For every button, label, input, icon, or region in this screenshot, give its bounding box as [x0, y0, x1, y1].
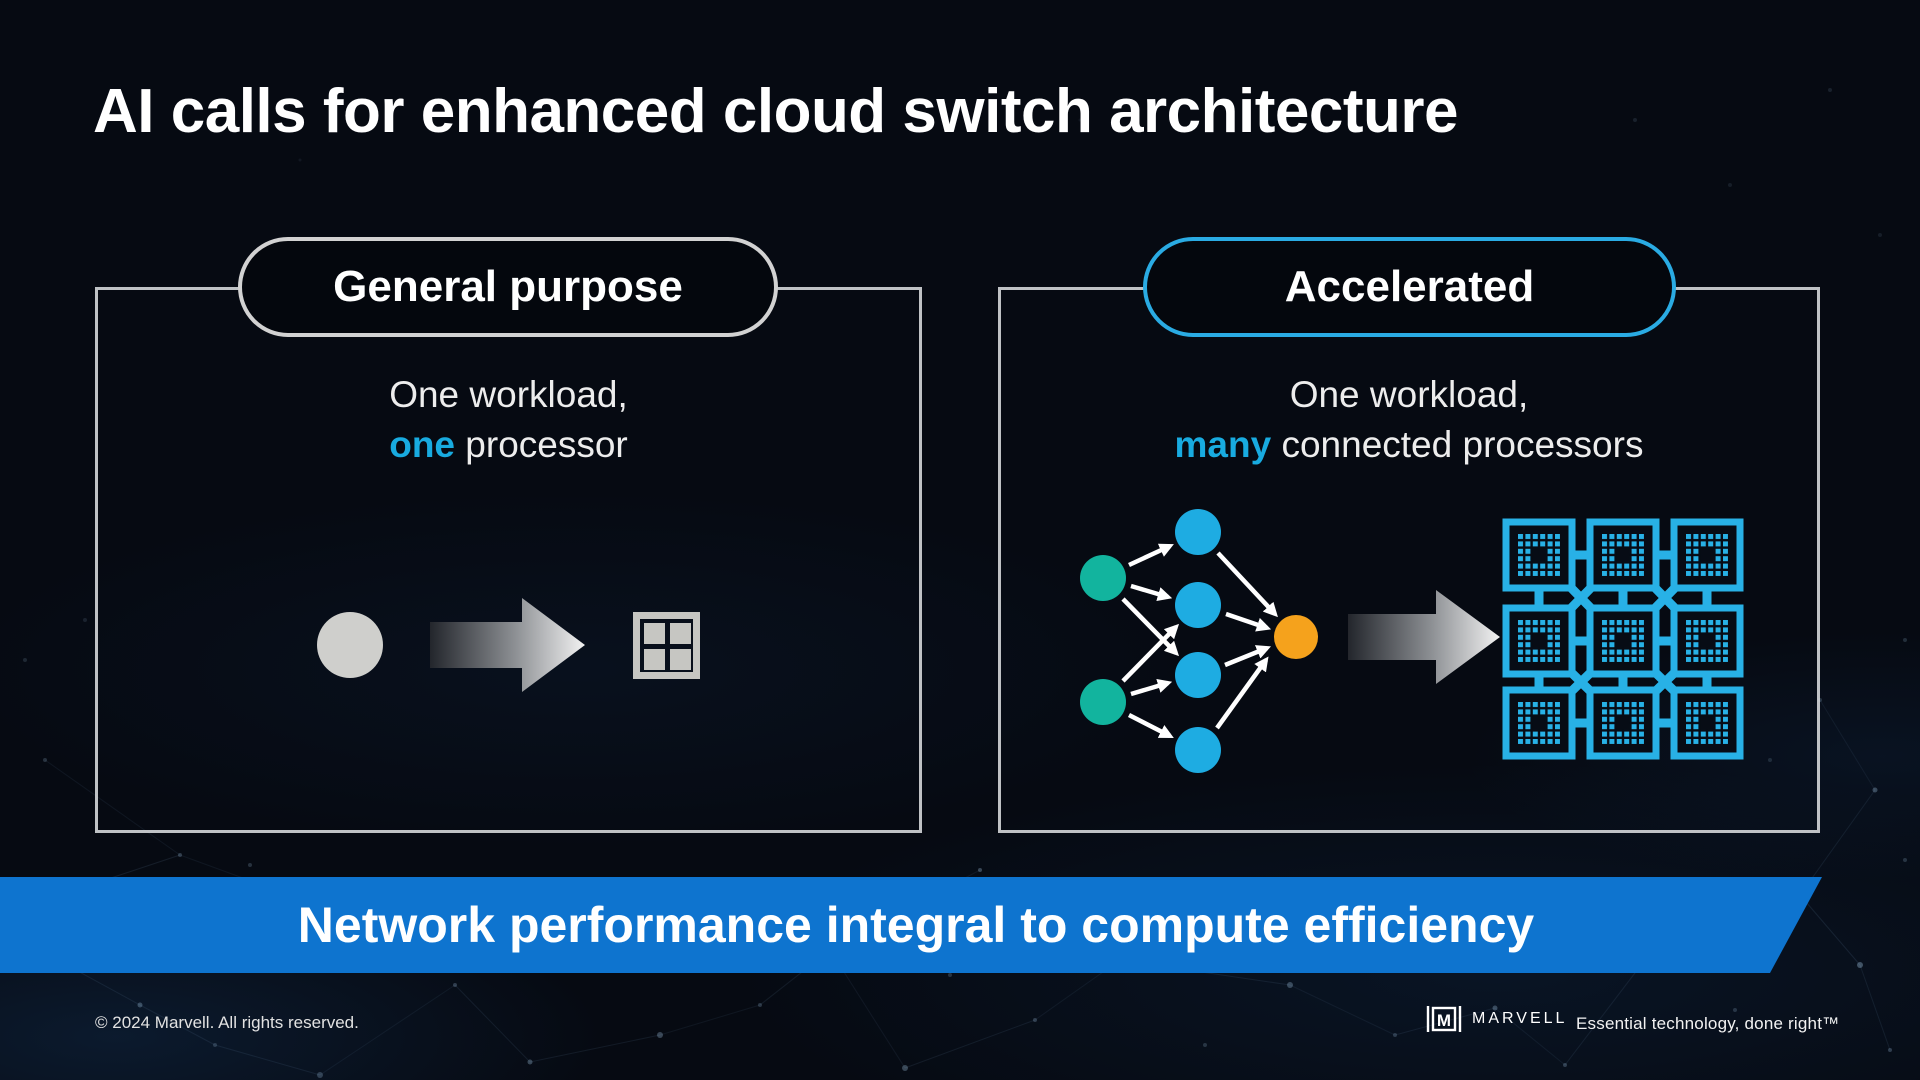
input-node: [1080, 555, 1126, 601]
caption-line1: One workload,: [1289, 374, 1529, 415]
slide-title: AI calls for enhanced cloud switch archi…: [93, 77, 1459, 146]
hidden-node: [1175, 582, 1221, 628]
general-purpose-badge: General purpose: [238, 237, 778, 337]
caption-line2-rest: processor: [455, 424, 628, 466]
general-purpose-diagram: [317, 598, 700, 692]
accelerated-caption: One workload, many connected processors: [998, 370, 1820, 471]
marvell-logo-text: MARVELL: [1472, 1010, 1568, 1027]
copyright-text: © 2024 Marvell. All rights reserved.: [95, 1013, 359, 1032]
single-processor-dot: [317, 612, 383, 678]
banner: Network performance integral to compute …: [0, 877, 1822, 973]
tagline-text: Essential technology, done right™: [1576, 1014, 1840, 1033]
input-node: [1080, 679, 1126, 725]
marvell-logo: M MARVELL: [1425, 1000, 1567, 1038]
hidden-node: [1175, 727, 1221, 773]
caption-emphasis: one: [389, 424, 456, 466]
banner-text: Network performance integral to compute …: [297, 897, 1535, 953]
gradient-arrow-icon: [1348, 590, 1500, 684]
accelerated-badge: Accelerated: [1143, 237, 1676, 337]
hidden-node: [1175, 652, 1221, 698]
neural-network-icon: [1080, 509, 1318, 773]
marvell-logo-icon: M: [1426, 1006, 1462, 1032]
output-node: [1274, 615, 1318, 659]
caption-line1: One workload,: [389, 374, 628, 415]
accelerated-diagram: [1080, 509, 1820, 773]
processor-chip-icon: [633, 612, 700, 679]
general-purpose-badge-label: General purpose: [333, 262, 683, 311]
general-purpose-caption: One workload, one processor: [95, 370, 922, 471]
gradient-arrow-icon: [430, 598, 585, 692]
chip-mesh-icon: [1506, 522, 1740, 756]
caption-line2-rest: connected processors: [1271, 424, 1644, 466]
marvell-logo-letter: M: [1437, 1011, 1451, 1030]
hidden-node: [1175, 509, 1221, 555]
caption-emphasis: many: [1174, 424, 1272, 466]
accelerated-badge-label: Accelerated: [1284, 262, 1535, 311]
